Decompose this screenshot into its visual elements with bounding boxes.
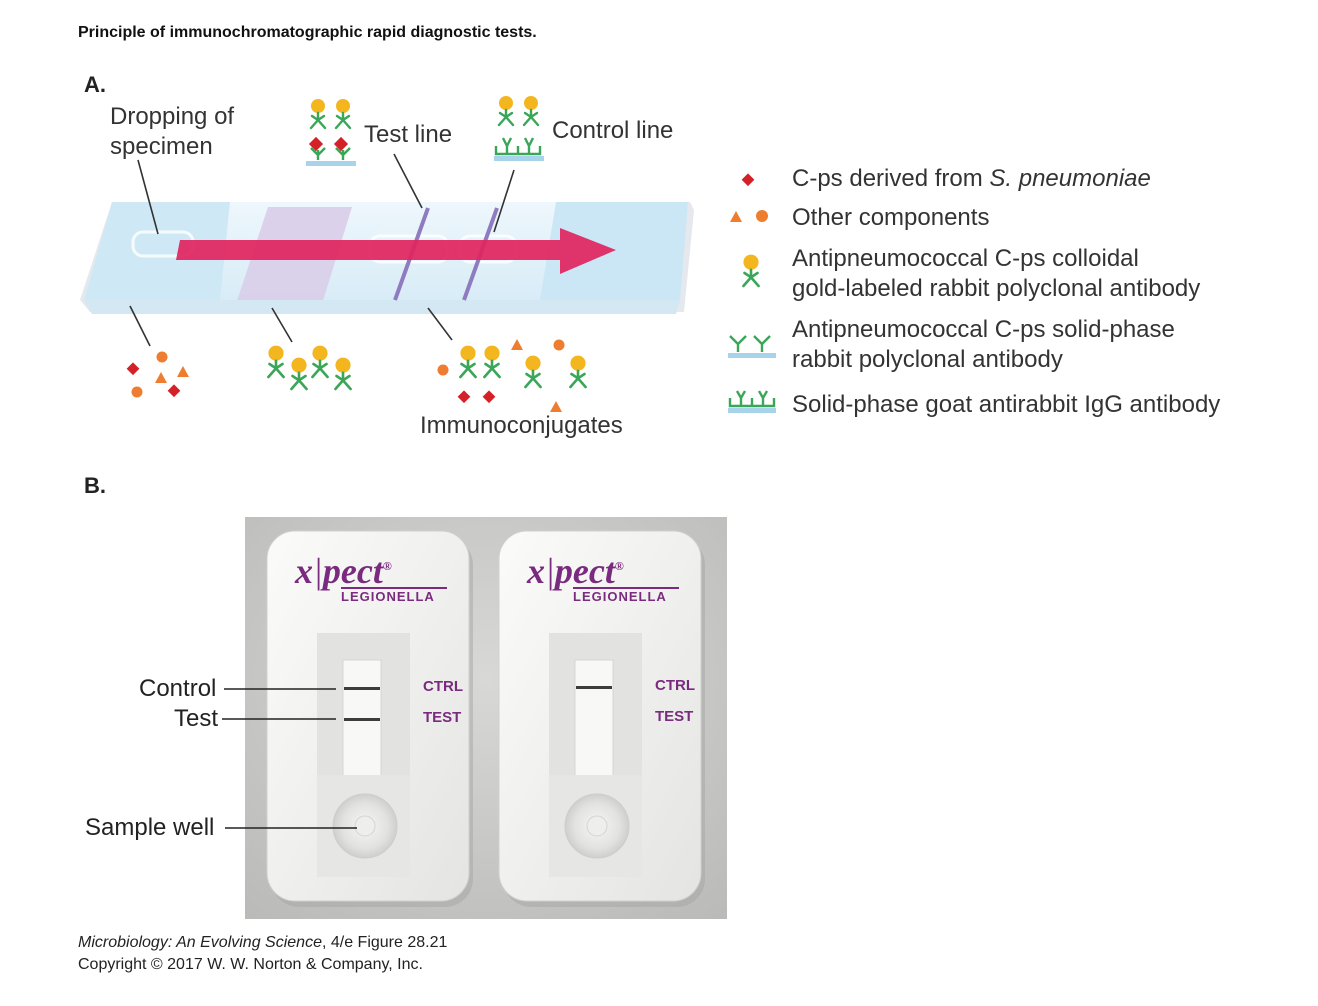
control-line-icon	[494, 95, 544, 161]
test-line-label: Test line	[364, 121, 453, 148]
panel-a-label: A.	[84, 72, 106, 97]
legend-item-solid-phase-antibody: Antipneumococcal C-ps solid-phase rabbit…	[792, 316, 1175, 373]
panel-b-label: B.	[84, 473, 106, 498]
ctrl-label-2: CTRL	[655, 677, 695, 694]
orange-triangle-icon	[730, 211, 742, 222]
legend-icons	[728, 173, 776, 413]
legend-item-gold-antibody: Antipneumococcal C-ps colloidal gold-lab…	[792, 245, 1201, 302]
dropping-of-specimen-label: Dropping of specimen	[110, 103, 235, 160]
orange-circle-icon	[756, 210, 768, 222]
immunoconjugates-label: Immunoconjugates	[420, 412, 623, 439]
test-line-icon	[306, 98, 356, 166]
figure-credit: Microbiology: An Evolving Science, 4/e F…	[78, 934, 448, 973]
immunoconjugates-group	[437, 339, 587, 412]
brand-logo-2: x|pect® LEGIONELLA	[527, 548, 687, 604]
cassette-negative	[498, 530, 705, 907]
test-label-1: TEST	[423, 709, 462, 726]
flow-arrow	[176, 228, 616, 274]
test-label-2: TEST	[655, 708, 694, 725]
legend-item-goat-antibody: Solid-phase goat antirabbit IgG antibody	[792, 391, 1221, 418]
test-callout: Test	[174, 705, 219, 732]
legend-item-cps: C-ps derived from S. pneumoniae	[792, 165, 1151, 192]
red-diamond-icon	[741, 173, 755, 187]
legend-item-other: Other components	[792, 204, 990, 231]
control-band	[344, 687, 380, 690]
test-band	[344, 718, 380, 721]
figure-title: Principle of immunochromatographic rapid…	[78, 24, 537, 41]
gold-antibody-icon	[742, 253, 760, 288]
control-band	[576, 686, 612, 689]
brand-logo-1: x|pect® LEGIONELLA	[295, 548, 455, 604]
device-photo	[245, 517, 727, 919]
solid-phase-antibody-icon	[728, 335, 776, 358]
sample-well-callout: Sample well	[85, 814, 215, 841]
control-callout: Control	[139, 675, 217, 702]
specimen-components	[126, 351, 189, 398]
callout-lines	[222, 688, 357, 829]
goat-antibody-icon	[728, 390, 776, 413]
ctrl-label-1: CTRL	[423, 678, 463, 695]
control-line-label: Control line	[552, 117, 674, 144]
cassette-positive	[266, 530, 473, 907]
test-strip-diagram	[80, 95, 776, 413]
